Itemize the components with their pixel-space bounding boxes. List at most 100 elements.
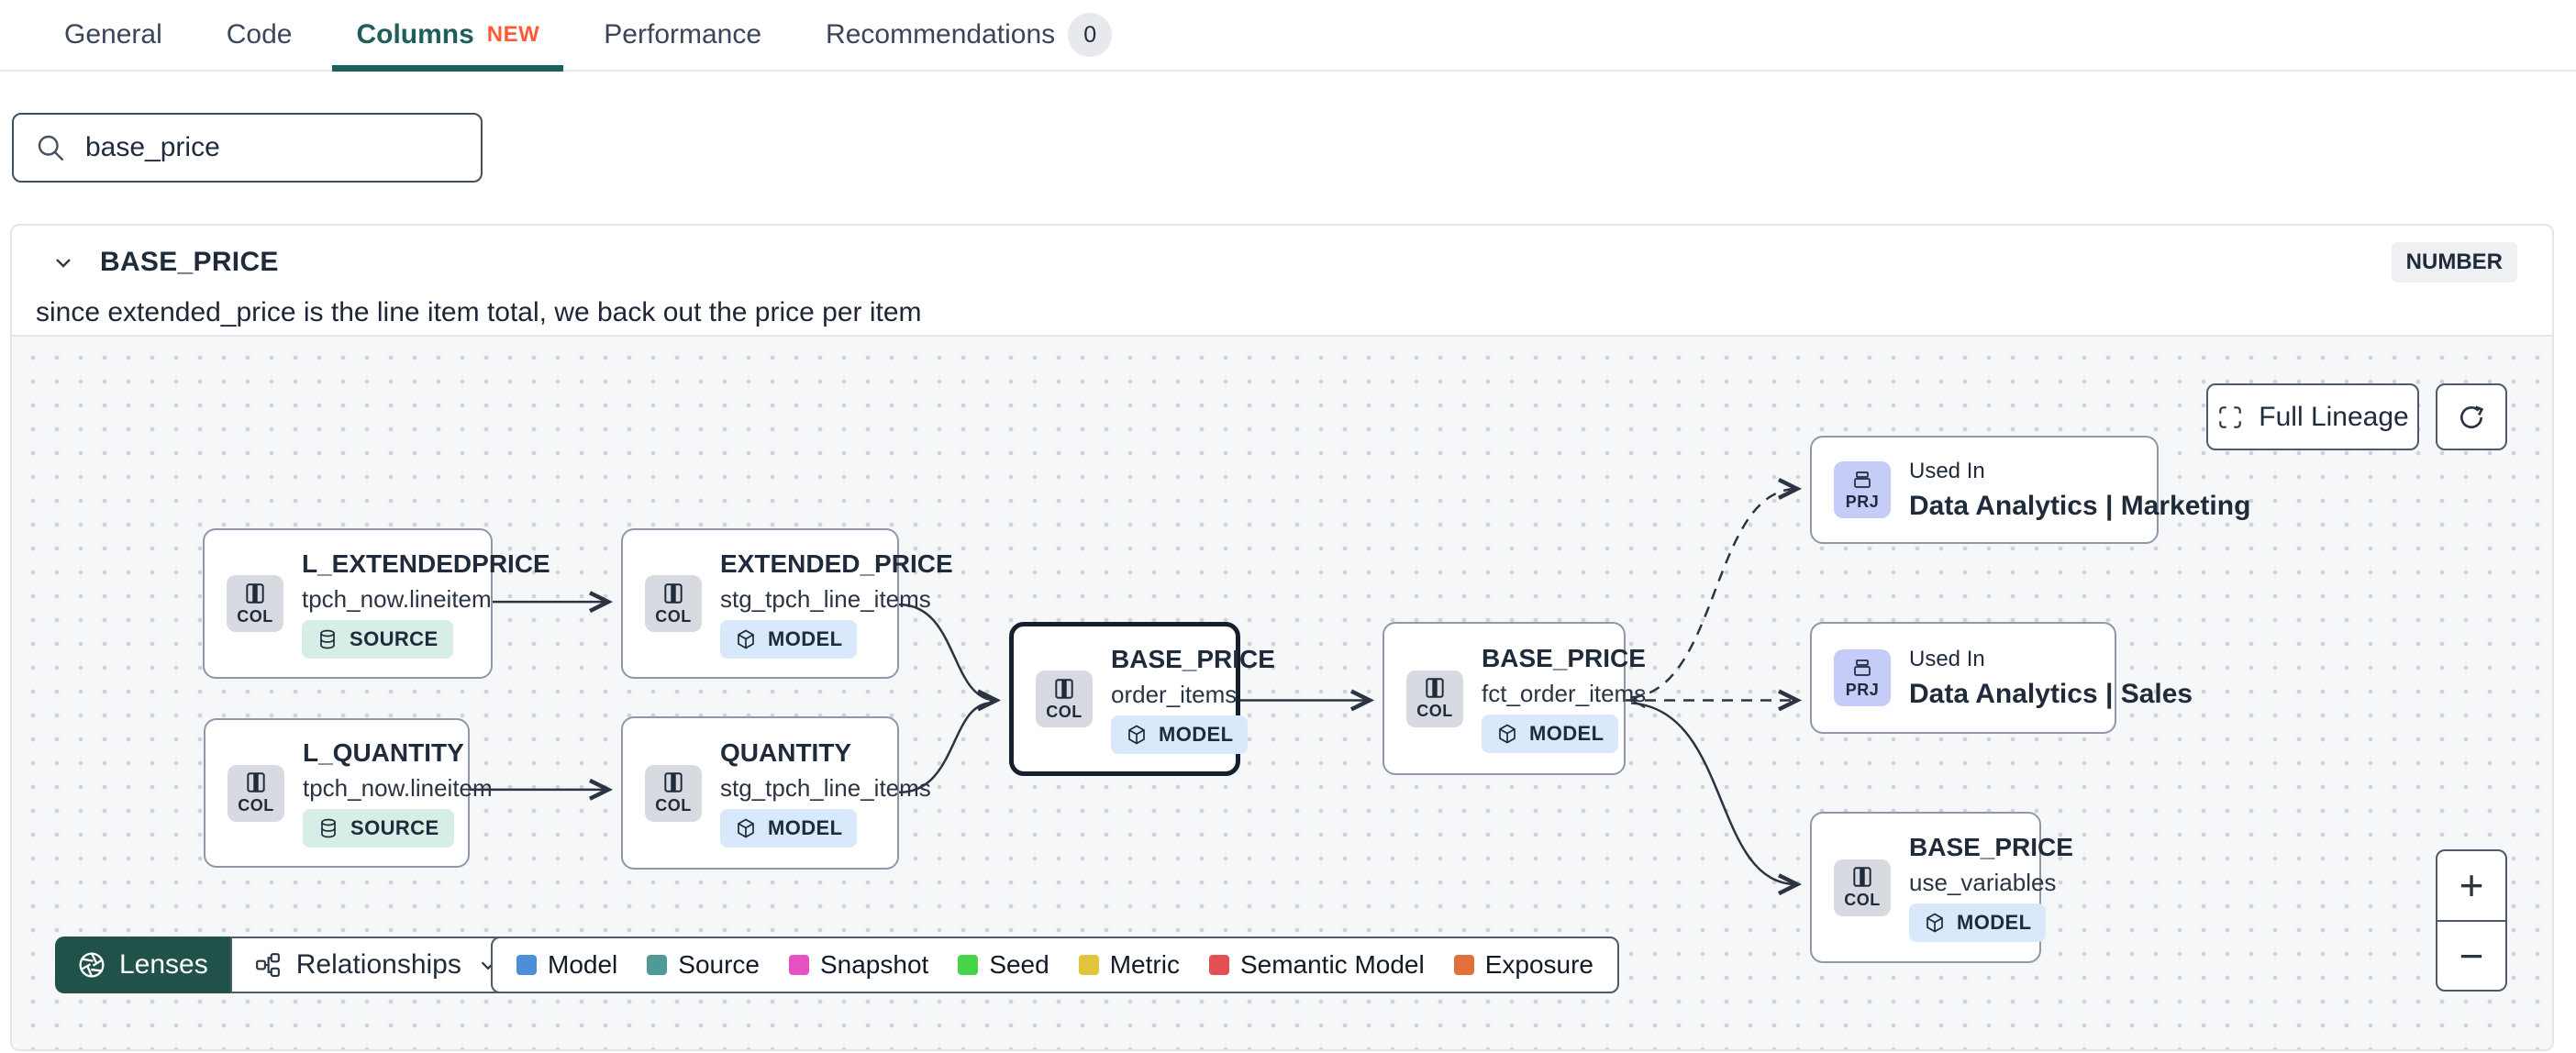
project-tile: PRJ bbox=[1834, 649, 1891, 706]
zoom-out-button[interactable]: − bbox=[2459, 931, 2484, 980]
model-badge: MODEL bbox=[720, 619, 858, 659]
tile-label: PRJ bbox=[1845, 680, 1880, 699]
lineage-node-quantity[interactable]: COL QUANTITY stg_tpch_line_items MODEL bbox=[621, 716, 931, 870]
column-tile: COL bbox=[1406, 670, 1463, 727]
column-tile: COL bbox=[645, 764, 702, 822]
zoom-in-button[interactable]: + bbox=[2437, 851, 2505, 922]
zoom-control: + − bbox=[2436, 849, 2507, 992]
tab-label: Performance bbox=[604, 19, 762, 50]
lineage-node-base-price-fct-order-items[interactable]: COL BASE_PRICE fct_order_items MODEL bbox=[1382, 622, 1646, 775]
lenses-button[interactable]: Lenses bbox=[55, 937, 230, 993]
legend-swatch-exposure bbox=[1453, 955, 1474, 975]
cube-icon bbox=[735, 817, 757, 839]
search-icon bbox=[34, 131, 67, 164]
lenses-label: Lenses bbox=[119, 949, 208, 980]
model-badge: MODEL bbox=[720, 809, 858, 848]
column-tile: COL bbox=[645, 575, 702, 632]
legend-item: Snapshot bbox=[788, 950, 929, 980]
relationships-dropdown[interactable]: Relationships bbox=[229, 937, 524, 993]
tab-label: Columns bbox=[356, 19, 474, 50]
aperture-icon bbox=[77, 950, 106, 980]
legend-swatch-metric bbox=[1078, 955, 1099, 975]
tab-recommendations[interactable]: Recommendations 0 bbox=[826, 0, 1113, 70]
node-subtitle: stg_tpch_line_items bbox=[720, 584, 931, 613]
expand-icon bbox=[2216, 404, 2244, 431]
lineage-node-l-quantity[interactable]: COL L_QUANTITY tpch_now.lineitem SOURCE bbox=[204, 718, 493, 868]
column-name: BASE_PRICE bbox=[100, 247, 279, 277]
tab-label: General bbox=[64, 19, 162, 50]
legend-label: Semantic Model bbox=[1239, 950, 1425, 979]
badge-label: SOURCE bbox=[350, 816, 439, 839]
node-title: BASE_PRICE bbox=[1482, 644, 1646, 672]
lineage-canvas[interactable]: COL L_EXTENDEDPRICE tpch_now.lineitem SO… bbox=[12, 335, 2552, 1049]
column-card: BASE_PRICE NUMBER since extended_price i… bbox=[10, 224, 2554, 1051]
column-tile: COL bbox=[228, 764, 284, 822]
relationships-label: Relationships bbox=[295, 949, 461, 980]
node-subtitle: fct_order_items bbox=[1482, 680, 1647, 707]
legend-swatch-semantic-model bbox=[1208, 955, 1229, 975]
badge-label: MODEL bbox=[1957, 911, 2032, 934]
node-title: BASE_PRICE bbox=[1111, 644, 1275, 673]
refresh-icon bbox=[2457, 403, 2486, 432]
legend-swatch-snapshot bbox=[788, 955, 809, 975]
columns-icon bbox=[661, 582, 685, 605]
column-tile: COL bbox=[1036, 671, 1093, 727]
tile-label: COL bbox=[237, 606, 273, 626]
lineage-node-extended-price[interactable]: COL EXTENDED_PRICE stg_tpch_line_items M… bbox=[621, 528, 953, 679]
legend-label: Model bbox=[548, 950, 618, 979]
tab-label: Recommendations bbox=[826, 19, 1056, 50]
legend-item: Metric bbox=[1078, 950, 1180, 980]
collapse-chevron-icon[interactable] bbox=[50, 249, 76, 275]
tab-code[interactable]: Code bbox=[227, 0, 293, 70]
lineage-node-l-extendedprice[interactable]: COL L_EXTENDEDPRICE tpch_now.lineitem SO… bbox=[203, 528, 550, 679]
search-input[interactable] bbox=[83, 131, 461, 164]
cube-icon bbox=[1496, 723, 1518, 745]
node-type-legend: Model Source Snapshot Seed Metric bbox=[491, 937, 1620, 993]
legend-swatch-model bbox=[516, 955, 537, 975]
tab-bar: General Code Columns NEW Performance Rec… bbox=[0, 0, 2576, 72]
tab-columns[interactable]: Columns NEW bbox=[332, 0, 564, 72]
tile-label: COL bbox=[238, 796, 274, 815]
lineage-node-used-in-sales[interactable]: PRJ Used In Data Analytics | Sales bbox=[1810, 622, 2193, 734]
lineage-node-base-price-order-items-selected[interactable]: COL BASE_PRICE order_items MODEL bbox=[1009, 622, 1275, 776]
lenses-bar: Lenses Relationships bbox=[55, 937, 524, 993]
badge-label: MODEL bbox=[1159, 722, 1234, 746]
node-title: L_QUANTITY bbox=[303, 738, 464, 767]
legend-item: Exposure bbox=[1453, 950, 1593, 980]
project-icon bbox=[1851, 469, 1873, 491]
node-title: QUANTITY bbox=[720, 738, 852, 767]
lineage-node-base-price-use-variables[interactable]: COL BASE_PRICE use_variables MODEL bbox=[1810, 812, 2073, 963]
columns-icon bbox=[1423, 676, 1447, 700]
column-search[interactable] bbox=[12, 113, 483, 183]
cube-icon bbox=[735, 628, 757, 650]
tile-label: COL bbox=[655, 796, 692, 815]
model-badge: MODEL bbox=[1909, 903, 2047, 942]
badge-label: MODEL bbox=[768, 626, 843, 650]
relationships-icon bbox=[254, 951, 282, 979]
column-tile: COL bbox=[1834, 859, 1891, 916]
lineage-node-used-in-marketing[interactable]: PRJ Used In Data Analytics | Marketing bbox=[1810, 436, 2250, 544]
badge-label: MODEL bbox=[768, 816, 843, 839]
node-title: L_EXTENDEDPRICE bbox=[302, 549, 550, 578]
columns-icon bbox=[1850, 865, 1874, 889]
full-lineage-button[interactable]: Full Lineage bbox=[2206, 383, 2419, 450]
legend-label: Metric bbox=[1109, 950, 1180, 979]
project-tile: PRJ bbox=[1834, 461, 1891, 518]
cube-icon bbox=[1126, 724, 1148, 746]
badge-label: SOURCE bbox=[350, 626, 439, 650]
tab-label: Code bbox=[226, 19, 293, 50]
refresh-button[interactable] bbox=[2436, 383, 2507, 450]
legend-swatch-seed bbox=[958, 955, 979, 975]
tab-performance[interactable]: Performance bbox=[604, 0, 761, 70]
legend-item: Source bbox=[647, 950, 760, 980]
source-badge: SOURCE bbox=[303, 809, 454, 848]
legend-item: Seed bbox=[958, 950, 1049, 980]
database-icon bbox=[316, 628, 339, 650]
columns-icon bbox=[243, 582, 267, 605]
tab-general[interactable]: General bbox=[64, 0, 162, 70]
legend-label: Snapshot bbox=[819, 950, 929, 979]
full-lineage-label: Full Lineage bbox=[2259, 401, 2409, 432]
new-badge: NEW bbox=[486, 22, 540, 47]
tile-label: PRJ bbox=[1845, 492, 1880, 511]
